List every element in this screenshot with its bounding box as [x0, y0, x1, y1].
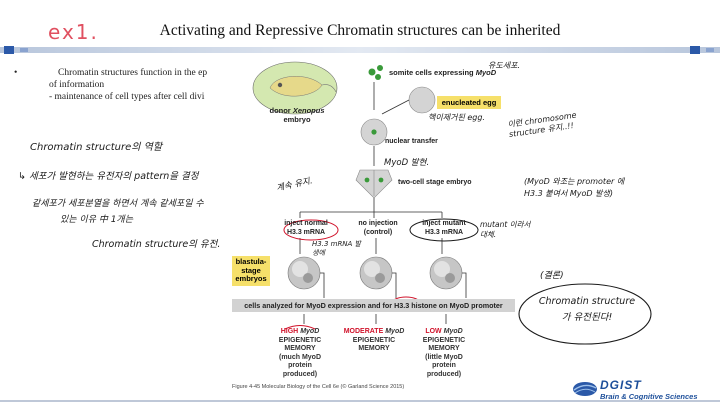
bullet-text: Chromatin structures function in the ep	[58, 68, 208, 78]
enucleated-egg-label: enucleated egg	[437, 96, 501, 109]
annotation: H3.3 mRNA 발생에	[312, 240, 361, 257]
enucleated-egg-icon	[408, 86, 436, 114]
blastula-label: blastula-stage embryos	[232, 256, 270, 286]
annotation: 유도세포.	[488, 61, 520, 70]
col-control-label: no injection(control)	[358, 220, 398, 236]
conclusion-note: Chromatin structure 가 유전된다!	[538, 296, 636, 323]
footer-line	[0, 400, 720, 402]
corner-scribble: ex1.	[48, 20, 99, 44]
globe-icon	[573, 382, 597, 396]
somite-cells-icon	[368, 65, 383, 80]
two-cell-embryo-icon	[355, 169, 393, 199]
handwritten-note: Chromatin structure의 유전.	[92, 239, 221, 250]
header-bar	[0, 46, 720, 54]
handwritten-note: 같세포가 세포분열을 하면서 계속 같세포일 수	[32, 199, 204, 209]
handwritten-note: Chromatin structure의 역할	[30, 142, 163, 153]
annotation: (결론)	[540, 271, 564, 281]
outcome-high: HIGH MyoD EPIGENETIC MEMORY (much MyoD p…	[278, 328, 322, 378]
blastula-embryo-icon	[359, 256, 393, 290]
dgist-logo: DGIST Brain & Cognitive Sciences	[573, 378, 698, 401]
annotation: 핵이제거된 egg.	[428, 113, 485, 122]
outcome-moderate: MODERATE MyoD EPIGENETIC MEMORY	[343, 328, 405, 352]
handwritten-note: 있는 이유 中 1개는	[60, 215, 133, 225]
logo-subtitle: Brain & Cognitive Sciences	[600, 392, 698, 401]
blastula-embryo-icon	[429, 256, 463, 290]
somite-label: somite cells expressing MyoD	[389, 68, 497, 77]
bullet-mark: •	[14, 68, 18, 78]
tadpole-embryo-icon	[252, 61, 338, 115]
bullet-text: of information	[49, 80, 105, 90]
handwritten-note: ↳ 세포가 발현하는 유전자의 pattern을 결정	[18, 171, 199, 182]
slide-title: Activating and Repressive Chromatin stru…	[159, 22, 561, 39]
nuclear-transfer-label: nuclear transfer	[385, 138, 438, 145]
two-cell-label: two-cell stage embryo	[398, 179, 472, 186]
logo-name: DGIST	[600, 378, 642, 392]
outcome-low: LOW MyoD EPIGENETIC MEMORY (little MyoD …	[422, 328, 466, 378]
annotation: mutant 이라서 대체.	[480, 220, 531, 239]
annotation: (MyoD 와조는 promoter 에 H3.3 붙여서 MyoD 발생)	[524, 177, 625, 198]
red-circle-annotation	[283, 219, 339, 241]
conclusion-oval	[518, 283, 652, 345]
figure-caption: Figure 4-45 Molecular Biology of the Cel…	[232, 384, 405, 390]
experiment-figure	[252, 61, 479, 330]
blastula-embryo-icon	[287, 256, 321, 290]
analysis-bar: cells analyzed for MyoD expression and f…	[232, 299, 515, 312]
bullet-text: - maintenance of cell types after cell d…	[49, 92, 205, 102]
circle-annotation	[409, 218, 479, 242]
annotation: MyoD 발현.	[384, 158, 430, 168]
